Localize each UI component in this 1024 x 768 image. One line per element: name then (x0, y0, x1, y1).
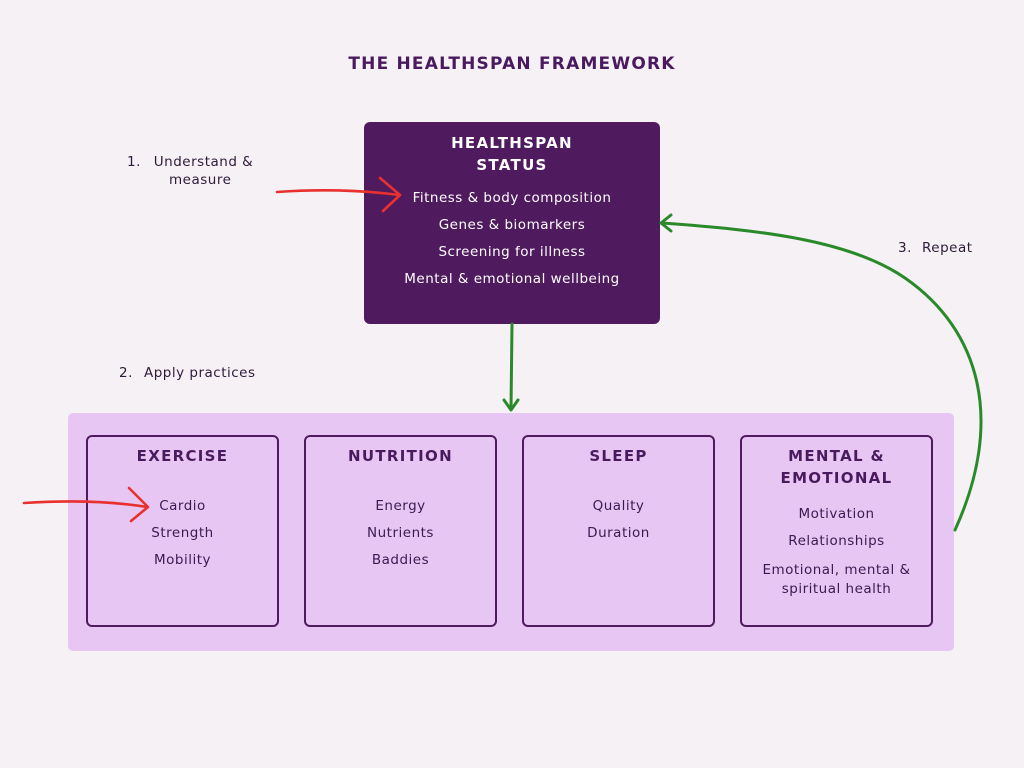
card-items: Cardio Strength Mobility (88, 493, 277, 574)
card-heading: SLEEP (589, 447, 648, 465)
card-item: Strength (151, 525, 214, 541)
status-heading: HEALTHSPAN STATUS (364, 132, 660, 176)
card-items: Energy Nutrients Baddies (306, 493, 495, 574)
practice-card-mental-emotional: MENTAL & EMOTIONAL Motivation Relationsh… (740, 435, 933, 627)
step-repeat: 3. Repeat (898, 240, 973, 256)
card-heading: NUTRITION (348, 447, 453, 465)
card-item: Relationships (788, 533, 885, 549)
card-heading: EXERCISE (136, 447, 229, 465)
card-heading-line2: EMOTIONAL (780, 469, 893, 487)
step-apply-practices: 2. Apply practices (119, 365, 256, 381)
status-item: Mental & emotional wellbeing (404, 271, 620, 287)
card-item: Energy (375, 498, 426, 514)
card-item: Mobility (153, 552, 211, 568)
card-items: Quality Duration (524, 493, 713, 547)
step-label-line1: Understand & (153, 154, 254, 170)
status-item: Genes & biomarkers (438, 217, 586, 233)
diagram-title: THE HEALTHSPAN FRAMEWORK (348, 54, 676, 74)
step-number: 2. (119, 365, 133, 381)
practice-card-sleep: SLEEP Quality Duration (522, 435, 715, 627)
card-item: Motivation (798, 506, 875, 522)
step-number: 3. (898, 240, 912, 256)
card-item: Duration (587, 525, 650, 541)
card-item: Nutrients (367, 525, 434, 541)
step-label: Apply practices (144, 365, 256, 381)
card-item: Quality (592, 498, 645, 514)
step-understand-measure: 1. Understand & measure (127, 153, 253, 189)
practice-card-exercise: EXERCISE Cardio Strength Mobility (86, 435, 279, 627)
card-items: Motivation Relationships Emotional, ment… (742, 501, 931, 599)
green-down-arrow-icon (502, 322, 520, 412)
card-item: Emotional, mental & spiritual health (762, 562, 911, 597)
card-heading: MENTAL & EMOTIONAL (742, 445, 931, 489)
healthspan-status-box: HEALTHSPAN STATUS Fitness & body composi… (364, 122, 660, 324)
card-item: Cardio (159, 498, 206, 514)
card-heading-line1: MENTAL & (788, 447, 885, 465)
status-items: Fitness & body composition Genes & bioma… (364, 185, 660, 293)
step-number: 1. (127, 154, 141, 170)
status-item: Fitness & body composition (412, 190, 612, 206)
step-label: Repeat (922, 240, 973, 256)
card-item: Baddies (371, 552, 430, 568)
step-label-line2: measure (169, 172, 232, 188)
status-item: Screening for illness (438, 244, 586, 260)
status-heading-line2: STATUS (476, 156, 548, 174)
status-heading-line1: HEALTHSPAN (451, 134, 573, 152)
practice-card-nutrition: NUTRITION Energy Nutrients Baddies (304, 435, 497, 627)
practices-panel: EXERCISE Cardio Strength Mobility NUTRIT… (68, 413, 954, 651)
